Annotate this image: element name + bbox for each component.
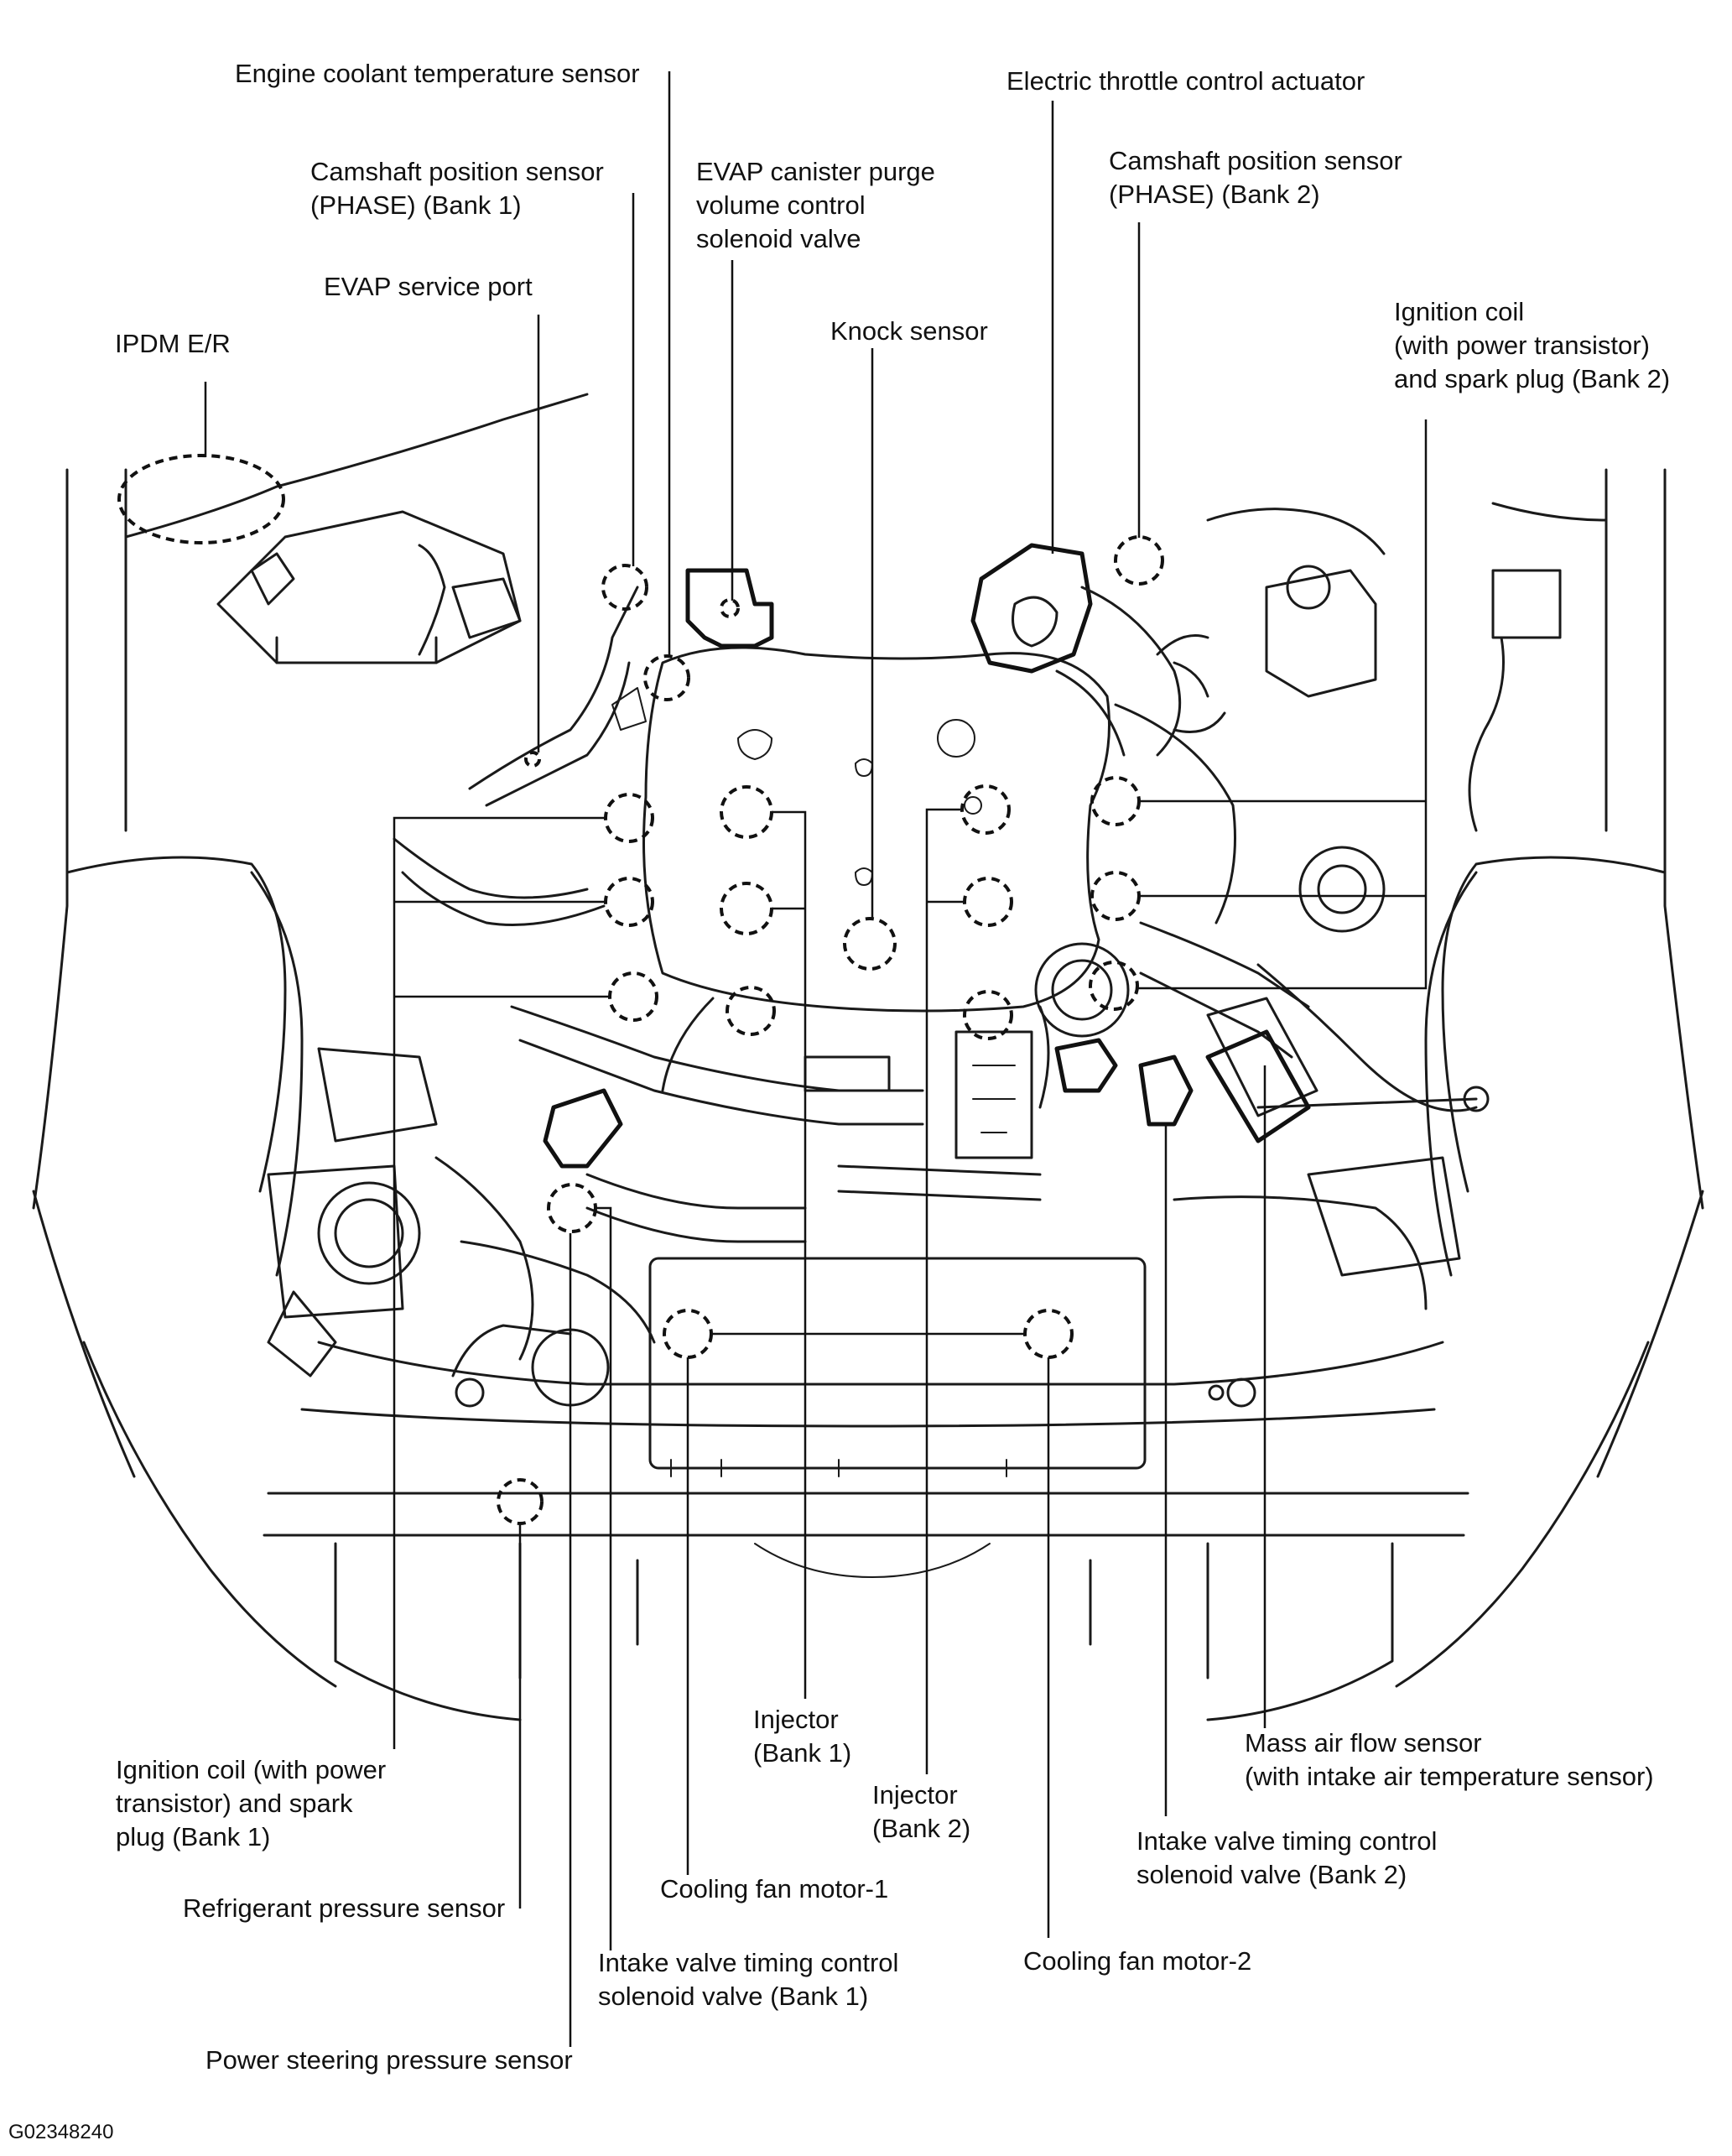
location-markers [117,454,1164,1525]
evap-service-port-marker [524,751,541,768]
evap-service-port-label: EVAP service port [324,272,533,301]
ect-sensor-marker [643,654,690,701]
injector-bank1-marker-2 [720,882,773,935]
engine-coolant-temperature-sensor-label: Engine coolant temperature sensor [235,59,640,88]
cooling-fan-motor-2-label: Cooling fan motor-2 [1023,1946,1252,1976]
knock-sensor-marker [843,917,897,971]
figure-id: G02348240 [8,2121,114,2143]
knock-sensor-label: Knock sensor [830,316,988,346]
ignition-coil-bank2-marker-1 [1090,776,1141,826]
ignition-coil-bank1-marker-2 [604,877,654,927]
ignition-coil-bank2-label: Ignition coil (with power transistor) an… [1394,297,1671,393]
left-side-parts [216,510,610,1407]
right-side-parts [1173,508,1562,1310]
ignition-coil-bank1-marker-4 [726,986,776,1036]
power-steering-pressure-sensor-label: Power steering pressure sensor [205,2045,573,2075]
injector-bank2-marker-1 [960,784,1011,835]
electric-throttle-control-actuator-label: Electric throttle control actuator [1006,66,1365,96]
injector-bank2-marker-3 [963,990,1013,1040]
ignition-coil-bank1-marker-3 [608,971,658,1022]
cooling-fan-1-marker [663,1309,713,1359]
ignition-coil-bank2-marker-2 [1090,871,1141,921]
ipdm-er-marker [117,454,285,544]
camshaft-position-sensor-bank1-label: Camshaft position sensor (PHASE) (Bank 1… [310,157,604,220]
hoses [393,544,1226,1344]
solenoid-valves [543,568,1311,1169]
camshaft-position-sensor-bank2-label: Camshaft position sensor (PHASE) (Bank 2… [1109,146,1402,209]
intake-plenum [642,646,1110,1109]
refrigerant-pressure-sensor-label: Refrigerant pressure sensor [183,1893,506,1923]
refrigerant-sensor-marker [497,1478,544,1525]
injector-bank1-marker-1 [720,785,773,839]
mass-air-flow-sensor-label: Mass air flow sensor (with intake air te… [1245,1728,1654,1791]
intake-valve-timing-bank2-label: Intake valve timing control solenoid val… [1136,1826,1438,1889]
evap-canister-purge-valve-label: EVAP canister purge volume control solen… [696,157,935,253]
cooling-fan-motor-1-label: Cooling fan motor-1 [660,1874,889,1903]
throttle-and-intake [970,543,1319,1117]
body-outline [32,393,1704,1688]
ipdm-er-label: IPDM E/R [115,329,231,358]
cmp-sensor-bank2-marker [1114,535,1164,586]
injector-bank2-label: Injector (Bank 2) [872,1780,971,1843]
cmp-sensor-bank1-marker [601,564,648,611]
ignition-coil-bank1-label: Ignition coil (with power transistor) an… [116,1755,387,1851]
front-structure [263,1257,1469,1721]
injector-bank2-marker-2 [963,877,1013,927]
ignition-coil-bank2-marker-3 [1089,961,1139,1011]
cooling-fan-2-marker [1023,1309,1074,1359]
evap-purge-valve-marker [720,598,740,618]
leader-lines [204,71,1428,2047]
injector-bank1-label: Injector (Bank 1) [753,1705,852,1768]
intake-valve-timing-bank1-label: Intake valve timing control solenoid val… [598,1948,899,2011]
